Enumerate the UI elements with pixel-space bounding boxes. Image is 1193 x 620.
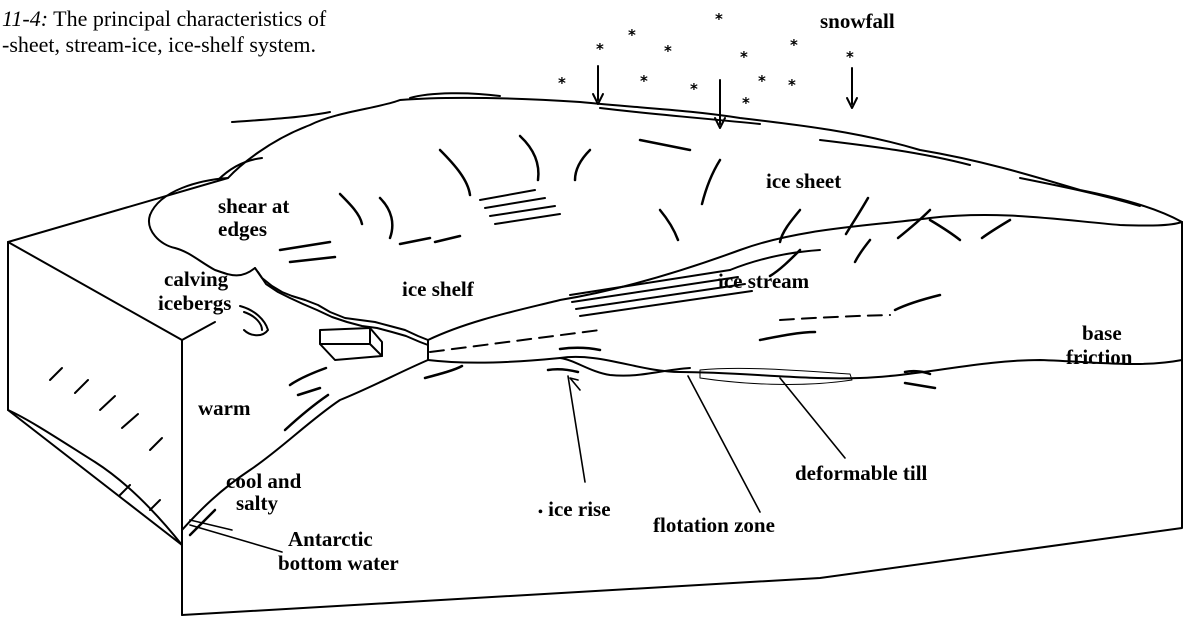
terrain-block bbox=[8, 178, 1182, 615]
figure-caption: 11-4: The principal characteristics of -… bbox=[2, 6, 326, 58]
label-calving: calving bbox=[164, 268, 228, 290]
label-base: base bbox=[1082, 322, 1122, 344]
snowflake-icon: * bbox=[846, 50, 854, 65]
label-ice-sheet: ice sheet bbox=[766, 170, 841, 192]
label-ice-rise: • ice rise bbox=[538, 498, 611, 524]
snowfall-arrows bbox=[593, 66, 857, 128]
ice-sheet-surface bbox=[149, 93, 1182, 275]
ice-rise-text: ice rise bbox=[548, 497, 610, 521]
caption-line-2: -sheet, stream-ice, ice-shelf system. bbox=[2, 32, 326, 58]
ice-rise-bullet: • bbox=[538, 505, 543, 520]
label-ice-shelf: ice shelf bbox=[402, 278, 474, 300]
snowflake-icon: * bbox=[596, 42, 604, 57]
snowflake-icon: * bbox=[790, 38, 798, 53]
snowflake-icon: * bbox=[640, 74, 648, 89]
iceberg-group bbox=[240, 306, 382, 360]
side-hatching bbox=[50, 368, 162, 510]
label-shear-at: shear at bbox=[218, 195, 289, 217]
label-snowfall: snowfall bbox=[820, 10, 895, 32]
label-friction: friction bbox=[1066, 346, 1132, 368]
snowflake-icon: * bbox=[715, 12, 723, 27]
snowflake-icon: * bbox=[788, 78, 796, 93]
label-warm: warm bbox=[198, 397, 250, 419]
label-bottom-water: bottom water bbox=[278, 552, 399, 574]
snowflake-icon: * bbox=[558, 76, 566, 91]
snowflake-icon: * bbox=[690, 82, 698, 97]
label-ice-stream: ice stream bbox=[718, 270, 809, 292]
label-flotation-zone: flotation zone bbox=[653, 514, 775, 536]
label-icebergs: icebergs bbox=[158, 292, 231, 314]
figure-number: 11-4: bbox=[2, 6, 48, 31]
label-cool-and: cool and bbox=[226, 470, 301, 492]
snowflake-icon: * bbox=[740, 50, 748, 65]
label-salty: salty bbox=[236, 492, 278, 514]
bed-profile bbox=[182, 315, 1182, 530]
snowflake-icon: * bbox=[664, 44, 672, 59]
label-deformable-till: deformable till bbox=[795, 462, 927, 484]
label-antarctic: Antarctic bbox=[288, 528, 373, 550]
snowflake-icon: * bbox=[742, 96, 750, 111]
caption-line-1: The principal characteristics of bbox=[53, 6, 326, 31]
snowflake-icon: * bbox=[628, 28, 636, 43]
label-edges: edges bbox=[218, 218, 267, 240]
snowflake-icon: * bbox=[758, 74, 766, 89]
